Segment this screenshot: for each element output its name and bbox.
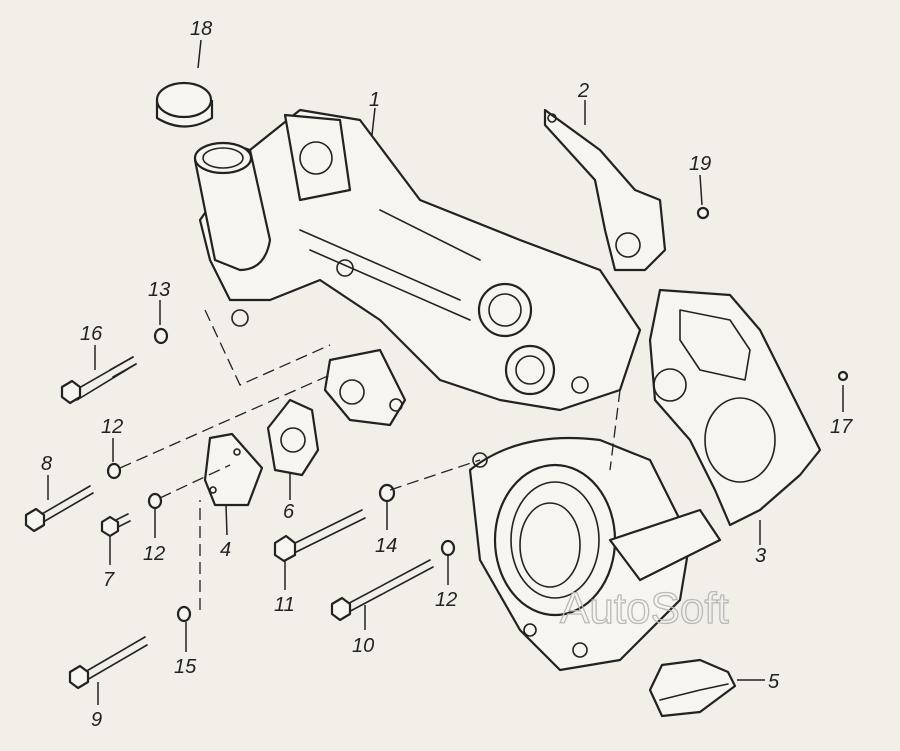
callout-7: 7	[103, 569, 115, 591]
pump-body	[468, 436, 722, 672]
washer-part-12a	[106, 462, 122, 480]
washer-part-15	[176, 605, 192, 623]
leader-lines	[47, 39, 844, 705]
gasket-part-6	[266, 398, 320, 477]
flange-bracket	[323, 348, 407, 427]
callout-19: 19	[689, 153, 711, 175]
callout-1: 1	[369, 89, 380, 111]
plug-part-17	[837, 370, 849, 382]
gasket-part-3	[648, 288, 822, 527]
cover-plate-part-4	[203, 432, 264, 507]
assembly-lines	[119, 309, 621, 610]
callout-6: 6	[283, 501, 295, 523]
bolt-part-9	[68, 636, 148, 690]
callout-3: 3	[755, 545, 766, 567]
callout-2: 2	[577, 80, 589, 102]
bolt-part-8	[24, 485, 94, 533]
bolt-part-11	[273, 509, 366, 563]
callout-12-a: 12	[101, 416, 123, 438]
bolt-part-16	[60, 356, 137, 405]
callout-9: 9	[91, 709, 102, 731]
nut-part-19	[696, 206, 710, 220]
callout-8: 8	[41, 453, 52, 475]
cap-part-18	[155, 81, 214, 128]
callout-17: 17	[830, 416, 853, 438]
callout-10: 10	[352, 635, 374, 657]
watermark: AutoSoft	[560, 584, 729, 633]
bolt-part-7	[100, 513, 131, 538]
callout-11: 11	[274, 594, 295, 616]
callout-12-b: 12	[143, 543, 165, 565]
gasket-part-2	[543, 108, 667, 272]
washer-part-14	[378, 483, 396, 503]
washer-part-12b	[147, 492, 163, 510]
callout-13: 13	[148, 279, 170, 301]
callout-5: 5	[768, 671, 780, 693]
callout-14: 14	[375, 535, 397, 557]
washer-part-13	[153, 327, 169, 345]
callout-15: 15	[174, 656, 197, 678]
callout-12-c: 12	[435, 589, 457, 611]
callout-16: 16	[80, 323, 103, 345]
callout-labels: 1 2 3 4 5 6 7 8 9 10 11 12 12 12 13 14 1…	[41, 18, 853, 731]
callout-18: 18	[190, 18, 212, 40]
housing-part-1	[193, 108, 642, 412]
bolt-part-10	[330, 559, 434, 622]
cap-part-5	[648, 658, 737, 718]
washer-part-12c	[440, 539, 456, 557]
callout-4: 4	[220, 539, 231, 561]
